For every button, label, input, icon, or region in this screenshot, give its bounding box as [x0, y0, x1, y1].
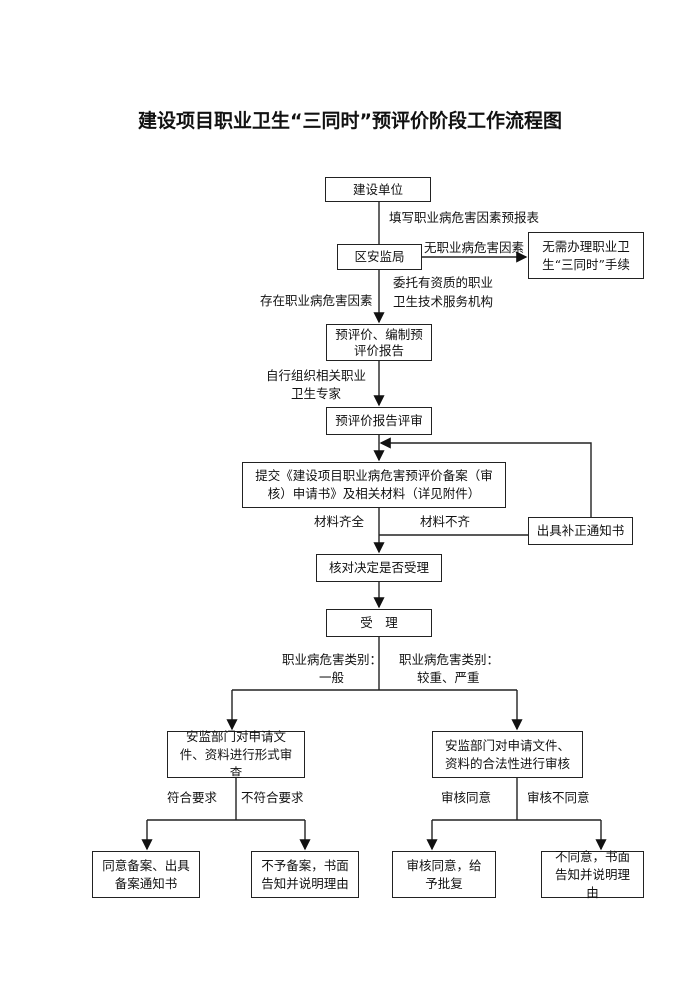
edge-label: 不符合要求 [241, 790, 304, 805]
page-title: 建设项目职业卫生“三同时”预评价阶段工作流程图 [138, 110, 562, 132]
node-check: 核对决定是否受理 [316, 554, 442, 582]
edge-label: 职业病危害类别： [282, 652, 383, 667]
node-review: 预评价报告评审 [326, 407, 432, 435]
edge-label: 审核同意 [441, 790, 492, 805]
node-approve: 审核同意，给予批复 [392, 851, 496, 898]
edge-label: 卫生专家 [291, 386, 342, 401]
node-bureau: 区安监局 [337, 244, 422, 270]
edge-label: 填写职业病危害因素预报表 [389, 210, 540, 225]
edge-label: 自行组织相关职业 [266, 368, 367, 383]
node-no-need: 无需办理职业卫生“三同时”手续 [528, 232, 644, 279]
node-legal-review: 安监部门对申请文件、资料的合法性进行审核 [432, 731, 583, 778]
edge-label: 符合要求 [167, 790, 218, 805]
edge-label: 无职业病危害因素 [424, 240, 525, 255]
node-prepare: 预评价、编制预评价报告 [326, 324, 432, 361]
node-refuse-file: 不予备案，书面告知并说明理由 [251, 851, 359, 898]
edge-label: 较重、严重 [417, 670, 480, 685]
edge-label: 材料齐全 [314, 514, 365, 529]
node-correction: 出具补正通知书 [528, 517, 633, 545]
edge-label: 卫生技术服务机构 [393, 294, 494, 309]
node-accept: 受 理 [326, 609, 432, 637]
edge-label: 审核不同意 [527, 790, 590, 805]
node-disapprove: 不同意，书面告知并说明理由 [541, 849, 644, 900]
edge-label: 职业病危害类别： [399, 652, 500, 667]
edge-label: 一般 [319, 670, 345, 685]
edge-label: 委托有资质的职业 [393, 275, 494, 290]
node-form-review: 安监部门对申请文件、资料进行形式审查 [167, 729, 305, 780]
node-agree-file: 同意备案、出具备案通知书 [92, 851, 200, 898]
edge-label: 存在职业病危害因素 [260, 293, 373, 308]
edge-label: 材料不齐 [420, 514, 471, 529]
node-unit: 建设单位 [325, 177, 431, 202]
node-submit: 提交《建设项目职业病危害预评价备案（审核）申请书》及相关材料（详见附件） [242, 462, 506, 508]
